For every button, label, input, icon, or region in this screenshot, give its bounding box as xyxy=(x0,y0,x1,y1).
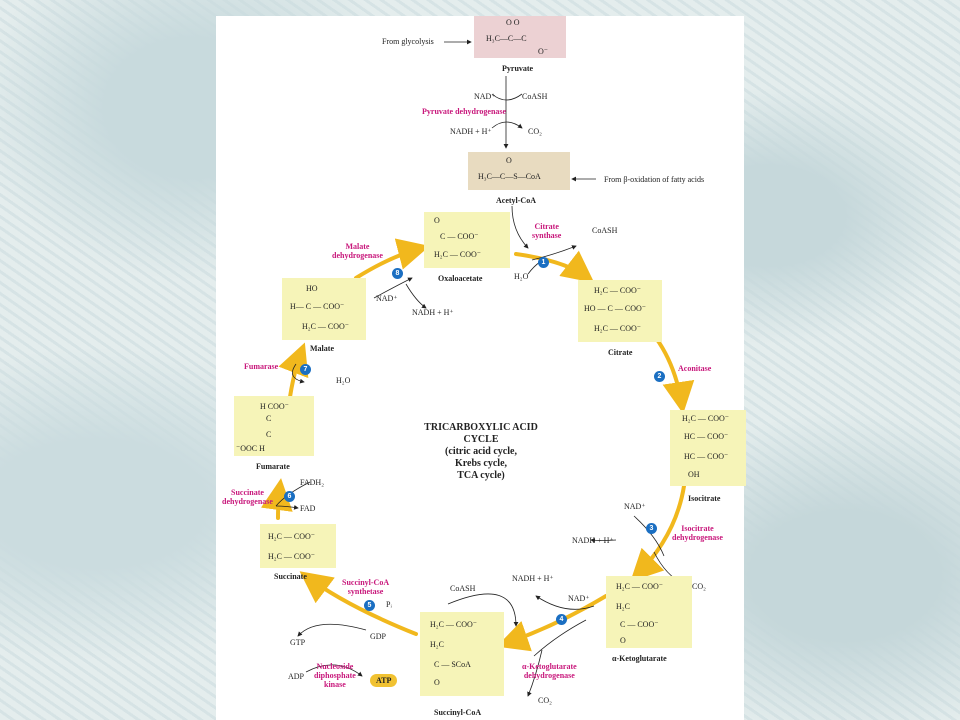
fumarate-label: Fumarate xyxy=(256,462,290,471)
fumarate-structure: H COO⁻ C C ⁻OOC H xyxy=(234,396,314,456)
succinate-structure: H₂C — COO⁻ H₂C — COO⁻ xyxy=(260,524,336,568)
aketoglutarate-structure: H₂C — COO⁻ H₂C C — COO⁻ O xyxy=(606,576,692,648)
step-4-badge: 4 xyxy=(556,614,567,625)
idh-nad-label: NAD⁺ xyxy=(624,502,646,511)
step-8-badge: 8 xyxy=(392,268,403,279)
idh-nadh-label: NADH + H⁺ xyxy=(572,536,614,545)
succinylcoa-structure: H₂C — COO⁻ H₂C C — SCoA O xyxy=(420,612,504,696)
cs-h2o-label: H₂O xyxy=(514,272,529,281)
mdh-nadh-label: NADH + H⁺ xyxy=(412,308,454,317)
pdh-coash-label: CoASH xyxy=(522,92,548,101)
step-2-badge: 2 xyxy=(654,371,665,382)
aketoglutarate-label: α-Ketoglutarate xyxy=(612,654,667,663)
sdh-fad-label: FAD xyxy=(300,504,316,513)
malate-label: Malate xyxy=(310,344,334,353)
scs-pi-label: Pᵢ xyxy=(386,600,392,609)
oxaloacetate-label: Oxaloacetate xyxy=(438,274,483,283)
citrate-structure: H₂C — COO⁻ HO — C — COO⁻ H₂C — COO⁻ xyxy=(578,280,662,342)
citrate-label: Citrate xyxy=(608,348,633,357)
pyruvate-label: Pyruvate xyxy=(502,64,534,73)
aconitase-label: Aconitase xyxy=(678,364,712,373)
cycle-title: TRICARBOXYLIC ACID CYCLE (citric acid cy… xyxy=(424,422,538,481)
malate-structure: HO H— C — COO⁻ H₂C — COO⁻ xyxy=(282,278,366,340)
isocitrate-structure: H₂C — COO⁻ HC — COO⁻ HC — COO⁻ OH xyxy=(670,410,746,486)
step-5-badge: 5 xyxy=(364,600,375,611)
pdh-nadh-label: NADH + H⁺ xyxy=(450,127,492,136)
akdh-nad-label: NAD⁺ xyxy=(568,594,590,603)
succinate-label: Succinate xyxy=(274,572,307,581)
idh-co2-label: CO₂ xyxy=(692,582,706,591)
pyruvate-dehydrogenase-label: Pyruvate dehydrogenase xyxy=(422,107,507,116)
fumarase-label: Fumarase xyxy=(244,362,279,371)
fumarase-h2o-label: H₂O xyxy=(336,376,351,385)
isocitrate-label: Isocitrate xyxy=(688,494,721,503)
gdp-label: GDP xyxy=(370,632,387,641)
pyruvate-structure: O O H₃C—C—C O⁻ xyxy=(474,16,566,58)
step-1-badge: 1 xyxy=(538,257,549,268)
step-6-badge: 6 xyxy=(284,491,295,502)
acetylcoa-structure: O H₃C—C—S—CoA xyxy=(468,152,570,190)
atp-badge: ATP xyxy=(370,674,398,687)
sdh-fadh2-label: FADH₂ xyxy=(300,478,324,487)
oxaloacetate-structure: O C — COO⁻ H₂C — COO⁻ xyxy=(424,212,510,268)
succinylcoa-label: Succinyl-CoA xyxy=(434,708,482,717)
from-beta-oxidation-label: From β-oxidation of fatty acids xyxy=(604,175,705,184)
step-3-badge: 3 xyxy=(646,523,657,534)
diagram-panel: From glycolysis From β-oxidation of fatt… xyxy=(216,16,746,720)
pdh-nad-label: NAD⁺ xyxy=(474,92,496,101)
step-7-badge: 7 xyxy=(300,364,311,375)
cs-coash-label: CoASH xyxy=(592,226,618,235)
akdh-nadh-label: NADH + H⁺ xyxy=(512,574,554,583)
pdh-co2-label: CO₂ xyxy=(528,127,542,136)
gtp-label: GTP xyxy=(290,638,306,647)
from-glycolysis-label: From glycolysis xyxy=(382,37,434,46)
mdh-nad-label: NAD⁺ xyxy=(376,294,398,303)
adp-label: ADP xyxy=(288,672,305,681)
acetylcoa-label: Acetyl-CoA xyxy=(496,196,536,205)
akdh-co2-label: CO₂ xyxy=(538,696,552,705)
scs-coash-label: CoASH xyxy=(450,584,476,593)
